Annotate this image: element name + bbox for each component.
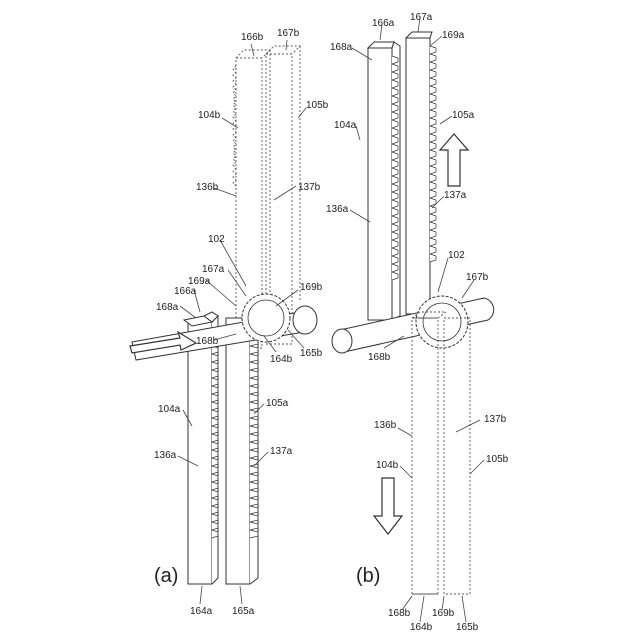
label-167b-b: 167b [466, 272, 489, 283]
label-104a-a: 104a [158, 404, 181, 415]
label-167a-b: 167a [410, 12, 433, 23]
label-169b-a: 169b [300, 282, 323, 293]
label-168a-a: 168a [156, 302, 179, 313]
label-165b-b: 165b [456, 622, 479, 633]
label-164a-a: 164a [190, 606, 213, 617]
rack-105a [226, 312, 258, 584]
label-167a-a: 167a [202, 264, 225, 275]
panel-a [130, 46, 317, 584]
up-arrow [440, 134, 468, 186]
pinion-102-b [416, 296, 468, 348]
down-arrow [374, 478, 402, 534]
rack-104a [188, 316, 218, 584]
label-169a-b: 169a [442, 30, 465, 41]
rack-104a-b [368, 42, 400, 320]
label-137a-b: 137a [444, 190, 467, 201]
label-166a-b: 166a [372, 18, 395, 29]
label-105a-b: 105a [452, 110, 475, 121]
label-168b-b: 168b [388, 608, 411, 619]
label-169b-b: 169b [432, 608, 455, 619]
label-164b-a: 164b [270, 354, 293, 365]
label-104b: 104b [198, 110, 221, 121]
label-136a-b: 136a [326, 204, 349, 215]
rack-104b-b [412, 312, 470, 594]
label-104b-b: 104b [376, 460, 399, 471]
label-168b-mid-b: 168b [368, 352, 391, 363]
label-137b-b: 137b [484, 414, 507, 425]
label-166b: 166b [241, 32, 264, 43]
label-165a-a: 165a [232, 606, 255, 617]
label-168a-b: 168a [330, 42, 353, 53]
label-136a-a: 136a [154, 450, 177, 461]
label-165b-a: 165b [300, 348, 323, 359]
label-105b: 105b [306, 100, 329, 111]
rack-105a-b [406, 32, 436, 314]
label-102-b: 102 [448, 250, 465, 261]
label-166a-a: 166a [174, 286, 197, 297]
label-137a-a: 137a [270, 446, 293, 457]
label-105b-b: 105b [486, 454, 509, 465]
label-168b-a: 168b [196, 336, 219, 347]
label-167b: 167b [277, 28, 300, 39]
label-102-a: 102 [208, 234, 225, 245]
label-137b: 137b [298, 182, 321, 193]
label-104a-b: 104a [334, 120, 357, 131]
label-136b-b: 136b [374, 420, 397, 431]
label-105a-a: 105a [266, 398, 289, 409]
caption-b: (b) [356, 565, 380, 587]
label-164b-b: 164b [410, 622, 433, 633]
label-136b: 136b [196, 182, 219, 193]
caption-a: (a) [154, 565, 178, 587]
